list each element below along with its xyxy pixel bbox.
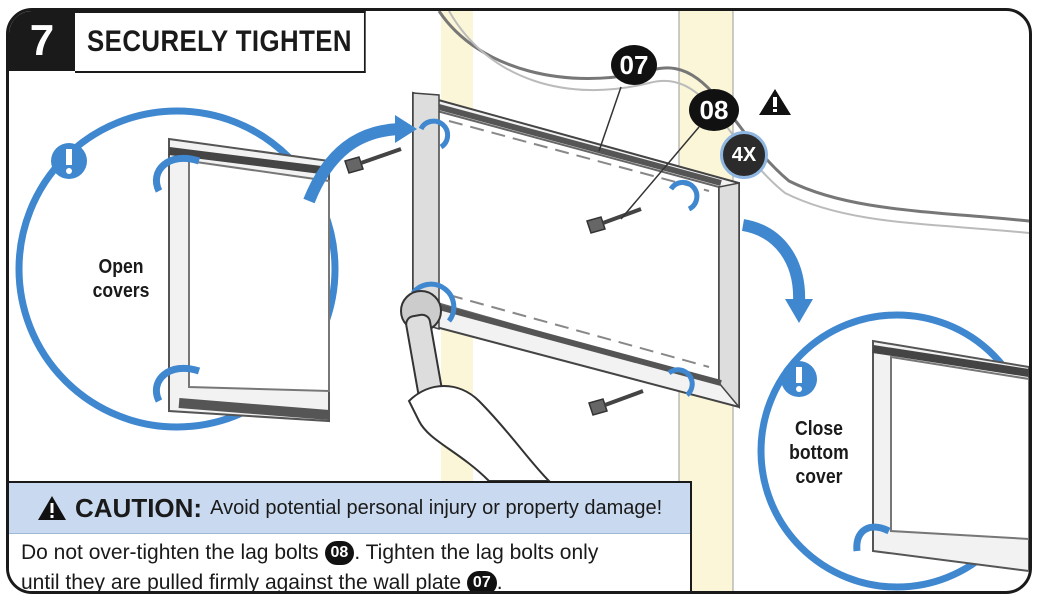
callout-lag-bolt-inline: 08 — [324, 541, 355, 566]
close-cover-detail — [757, 311, 1029, 591]
exclamation-icon — [781, 361, 817, 397]
step-title: SECURELY TIGHTEN — [75, 11, 366, 73]
rotate-arrow-icon — [411, 118, 700, 397]
caution-header: CAUTION: Avoid potential personal injury… — [9, 483, 690, 534]
hand — [407, 385, 552, 482]
panel-frame: 7 SECURELY TIGHTEN 07 08 4X Open covers … — [6, 8, 1032, 594]
caution-text-1: Do not over-tighten the lag bolts — [21, 541, 319, 564]
close-cover-line1: Close — [795, 418, 843, 440]
callout-wall-plate-inline: 07 — [466, 571, 497, 591]
open-covers-line2: covers — [92, 280, 150, 302]
callout-wall-plate: 07 — [611, 45, 657, 85]
lag-bolt-icon — [344, 147, 644, 416]
caution-message: Avoid potential personal injury or prope… — [210, 496, 663, 519]
warning-triangle-icon — [38, 496, 66, 520]
caution-title: CAUTION: — [75, 492, 203, 523]
caution-line1: Do not over-tighten the lag bolts 08. Ti… — [21, 538, 678, 568]
caution-body: Do not over-tighten the lag bolts 08. Ti… — [9, 534, 690, 594]
flow-arrow — [741, 219, 806, 304]
callout-lag-bolt: 08 — [689, 89, 739, 131]
quantity-badge: 4X — [720, 131, 768, 179]
caution-text-2: . Tighten the lag bolts only — [354, 541, 599, 564]
close-cover-label: Close bottom cover — [784, 417, 854, 489]
open-covers-detail — [15, 107, 339, 431]
caution-box: CAUTION: Avoid potential personal injury… — [9, 481, 692, 594]
rotate-arrow-icon — [152, 154, 201, 403]
wall-plate — [412, 91, 740, 410]
warning-triangle-icon — [759, 89, 791, 115]
caution-text-3: until they are pulled firmly against the… — [21, 571, 462, 594]
close-cover-line3: cover — [795, 466, 843, 488]
caution-text-end: . — [496, 571, 503, 594]
rotate-arrow-icon — [853, 523, 891, 552]
flow-arrow — [303, 123, 400, 204]
step-number: 7 — [9, 11, 75, 71]
caution-line2: until they are pulled firmly against the… — [21, 568, 678, 594]
illustration — [15, 11, 1029, 591]
open-covers-line1: Open — [98, 256, 144, 278]
open-covers-label: Open covers — [84, 255, 158, 303]
exclamation-icon — [51, 143, 87, 179]
close-cover-line2: bottom — [789, 442, 849, 464]
